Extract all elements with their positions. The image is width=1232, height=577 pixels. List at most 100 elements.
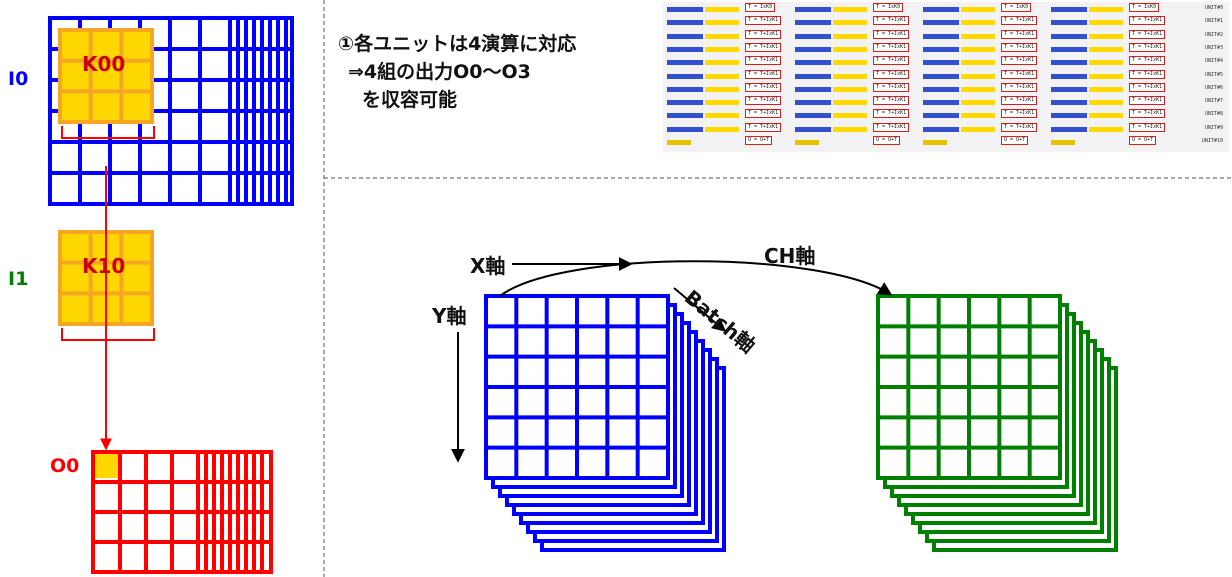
unit-bar-yellow xyxy=(705,60,739,66)
op-cell: T = T+IxK1 xyxy=(745,96,782,106)
unit-tag: UNIT#7 xyxy=(1204,98,1223,105)
unit-bar-yellow xyxy=(833,33,867,39)
op-cell: T = T+IxK1 xyxy=(1001,122,1038,132)
unit-bar-yellow xyxy=(961,20,995,26)
unit-bar xyxy=(1051,20,1087,26)
op-cell: T = IxK0 xyxy=(1001,3,1032,12)
op-cell: T = T+IxK1 xyxy=(745,56,782,66)
op-cell: T = T+IxK1 xyxy=(873,109,910,119)
unit-bar-yellow xyxy=(705,113,739,119)
unit-bar xyxy=(667,126,703,132)
op-cell: T = T+IxK1 xyxy=(1001,82,1038,92)
unit-bar-yellow xyxy=(705,86,739,92)
op-cell: T = T+IxK1 xyxy=(745,122,782,132)
unit-bar-yellow xyxy=(705,33,739,39)
x-axis-label: X軸 xyxy=(470,254,506,278)
ch-axis-arrow xyxy=(499,260,893,297)
y-axis-label: Y軸 xyxy=(432,304,467,328)
unit-bar-yellow xyxy=(1089,100,1123,106)
unit-bar-yellow xyxy=(705,73,739,79)
unit-bar-yellow xyxy=(705,46,739,52)
unit-bar xyxy=(795,20,831,26)
op-cell: T = IxK0 xyxy=(873,3,904,12)
op-cell: O = O+T xyxy=(745,136,773,145)
op-cell: T = T+IxK1 xyxy=(745,42,782,52)
unit-bar xyxy=(923,20,959,26)
op-cell: T = T+IxK1 xyxy=(873,56,910,66)
unit-bar xyxy=(795,73,831,79)
op-cell: T = T+IxK1 xyxy=(1129,109,1166,119)
unit-bar-yellow xyxy=(705,7,739,12)
unit-tag: UNIT#3 xyxy=(1204,44,1223,51)
label-i0: I0 xyxy=(8,68,29,90)
unit-tag: UNIT#9 xyxy=(1204,124,1223,131)
op-cell: T = T+IxK1 xyxy=(1001,42,1038,52)
note-line-2: ⇒4組の出力O0～O3 xyxy=(348,61,531,83)
unit-bar xyxy=(923,46,959,52)
grid-border xyxy=(58,28,154,124)
unit-tag: UNIT#1 xyxy=(1204,18,1223,25)
unit-bar xyxy=(923,33,959,39)
unit-bar-yellow xyxy=(961,73,995,79)
op-cell: T = T+IxK1 xyxy=(745,109,782,119)
op-cell: T = T+IxK1 xyxy=(1129,42,1166,52)
unit-bar-yellow xyxy=(705,126,739,132)
output-cell-highlight xyxy=(93,452,119,478)
unit-bar-yellow xyxy=(705,100,739,106)
op-cell: T = T+IxK1 xyxy=(1129,56,1166,66)
op-cell: T = T+IxK1 xyxy=(873,82,910,92)
unit-bar xyxy=(1051,100,1087,106)
unit-bar xyxy=(1051,33,1087,39)
unit-bar-yellow xyxy=(1089,73,1123,79)
op-cell: T = T+IxK1 xyxy=(873,29,910,39)
unit-tag: UNIT#4 xyxy=(1204,58,1223,65)
unit-bar xyxy=(1051,86,1087,92)
unit-bar xyxy=(795,126,831,132)
op-cell: T = T+IxK1 xyxy=(1129,96,1166,106)
unit-tag: UNIT#2 xyxy=(1204,31,1223,38)
unit-bar xyxy=(923,7,959,12)
input-tensor-stack xyxy=(484,294,726,552)
unit-bar xyxy=(923,113,959,119)
op-cell: T = T+IxK1 xyxy=(1129,16,1166,26)
op-cell: T = T+IxK1 xyxy=(873,122,910,132)
unit-tag: UNIT#5 xyxy=(1204,71,1223,78)
unit-bar-yellow xyxy=(1089,7,1123,12)
op-cell: T = T+IxK1 xyxy=(1001,69,1038,79)
unit-bar-yellow xyxy=(833,73,867,79)
unit-bar xyxy=(795,100,831,106)
unit-bar xyxy=(667,73,703,79)
unit-bar-yellow xyxy=(961,100,995,106)
unit-bar-yellow xyxy=(833,60,867,66)
unit-bar xyxy=(1051,46,1087,52)
op-cell: T = T+IxK1 xyxy=(1129,29,1166,39)
unit-bar xyxy=(795,46,831,52)
unit-bar-yellow xyxy=(961,33,995,39)
op-cell: O = O+T xyxy=(873,136,901,145)
unit-bar xyxy=(795,33,831,39)
unit-bar-yellow xyxy=(833,46,867,52)
label-k10: K10 xyxy=(82,254,126,278)
unit-bar xyxy=(795,140,819,145)
unit-bar xyxy=(667,7,703,12)
unit-bar xyxy=(923,60,959,66)
unit-bar xyxy=(667,46,703,52)
unit-bar xyxy=(667,86,703,92)
unit-bar xyxy=(667,140,691,145)
input-grid-i0 xyxy=(48,16,294,206)
ch-axis-label: CH軸 xyxy=(764,244,816,268)
op-cell: T = T+IxK1 xyxy=(873,42,910,52)
unit-bar xyxy=(667,113,703,119)
unit-tag: UNIT#10 xyxy=(1201,138,1223,144)
unit-bar xyxy=(667,60,703,66)
unit-bar xyxy=(795,86,831,92)
unit-bar-yellow xyxy=(1089,86,1123,92)
note-line-3: を収容可能 xyxy=(362,89,458,111)
op-cell: T = T+IxK1 xyxy=(1001,56,1038,66)
op-cell: T = T+IxK1 xyxy=(1001,109,1038,119)
op-cell: T = IxK0 xyxy=(1129,3,1160,12)
op-cell: T = T+IxK1 xyxy=(873,16,910,26)
unit-bar xyxy=(1051,60,1087,66)
unit-bar-yellow xyxy=(961,126,995,132)
